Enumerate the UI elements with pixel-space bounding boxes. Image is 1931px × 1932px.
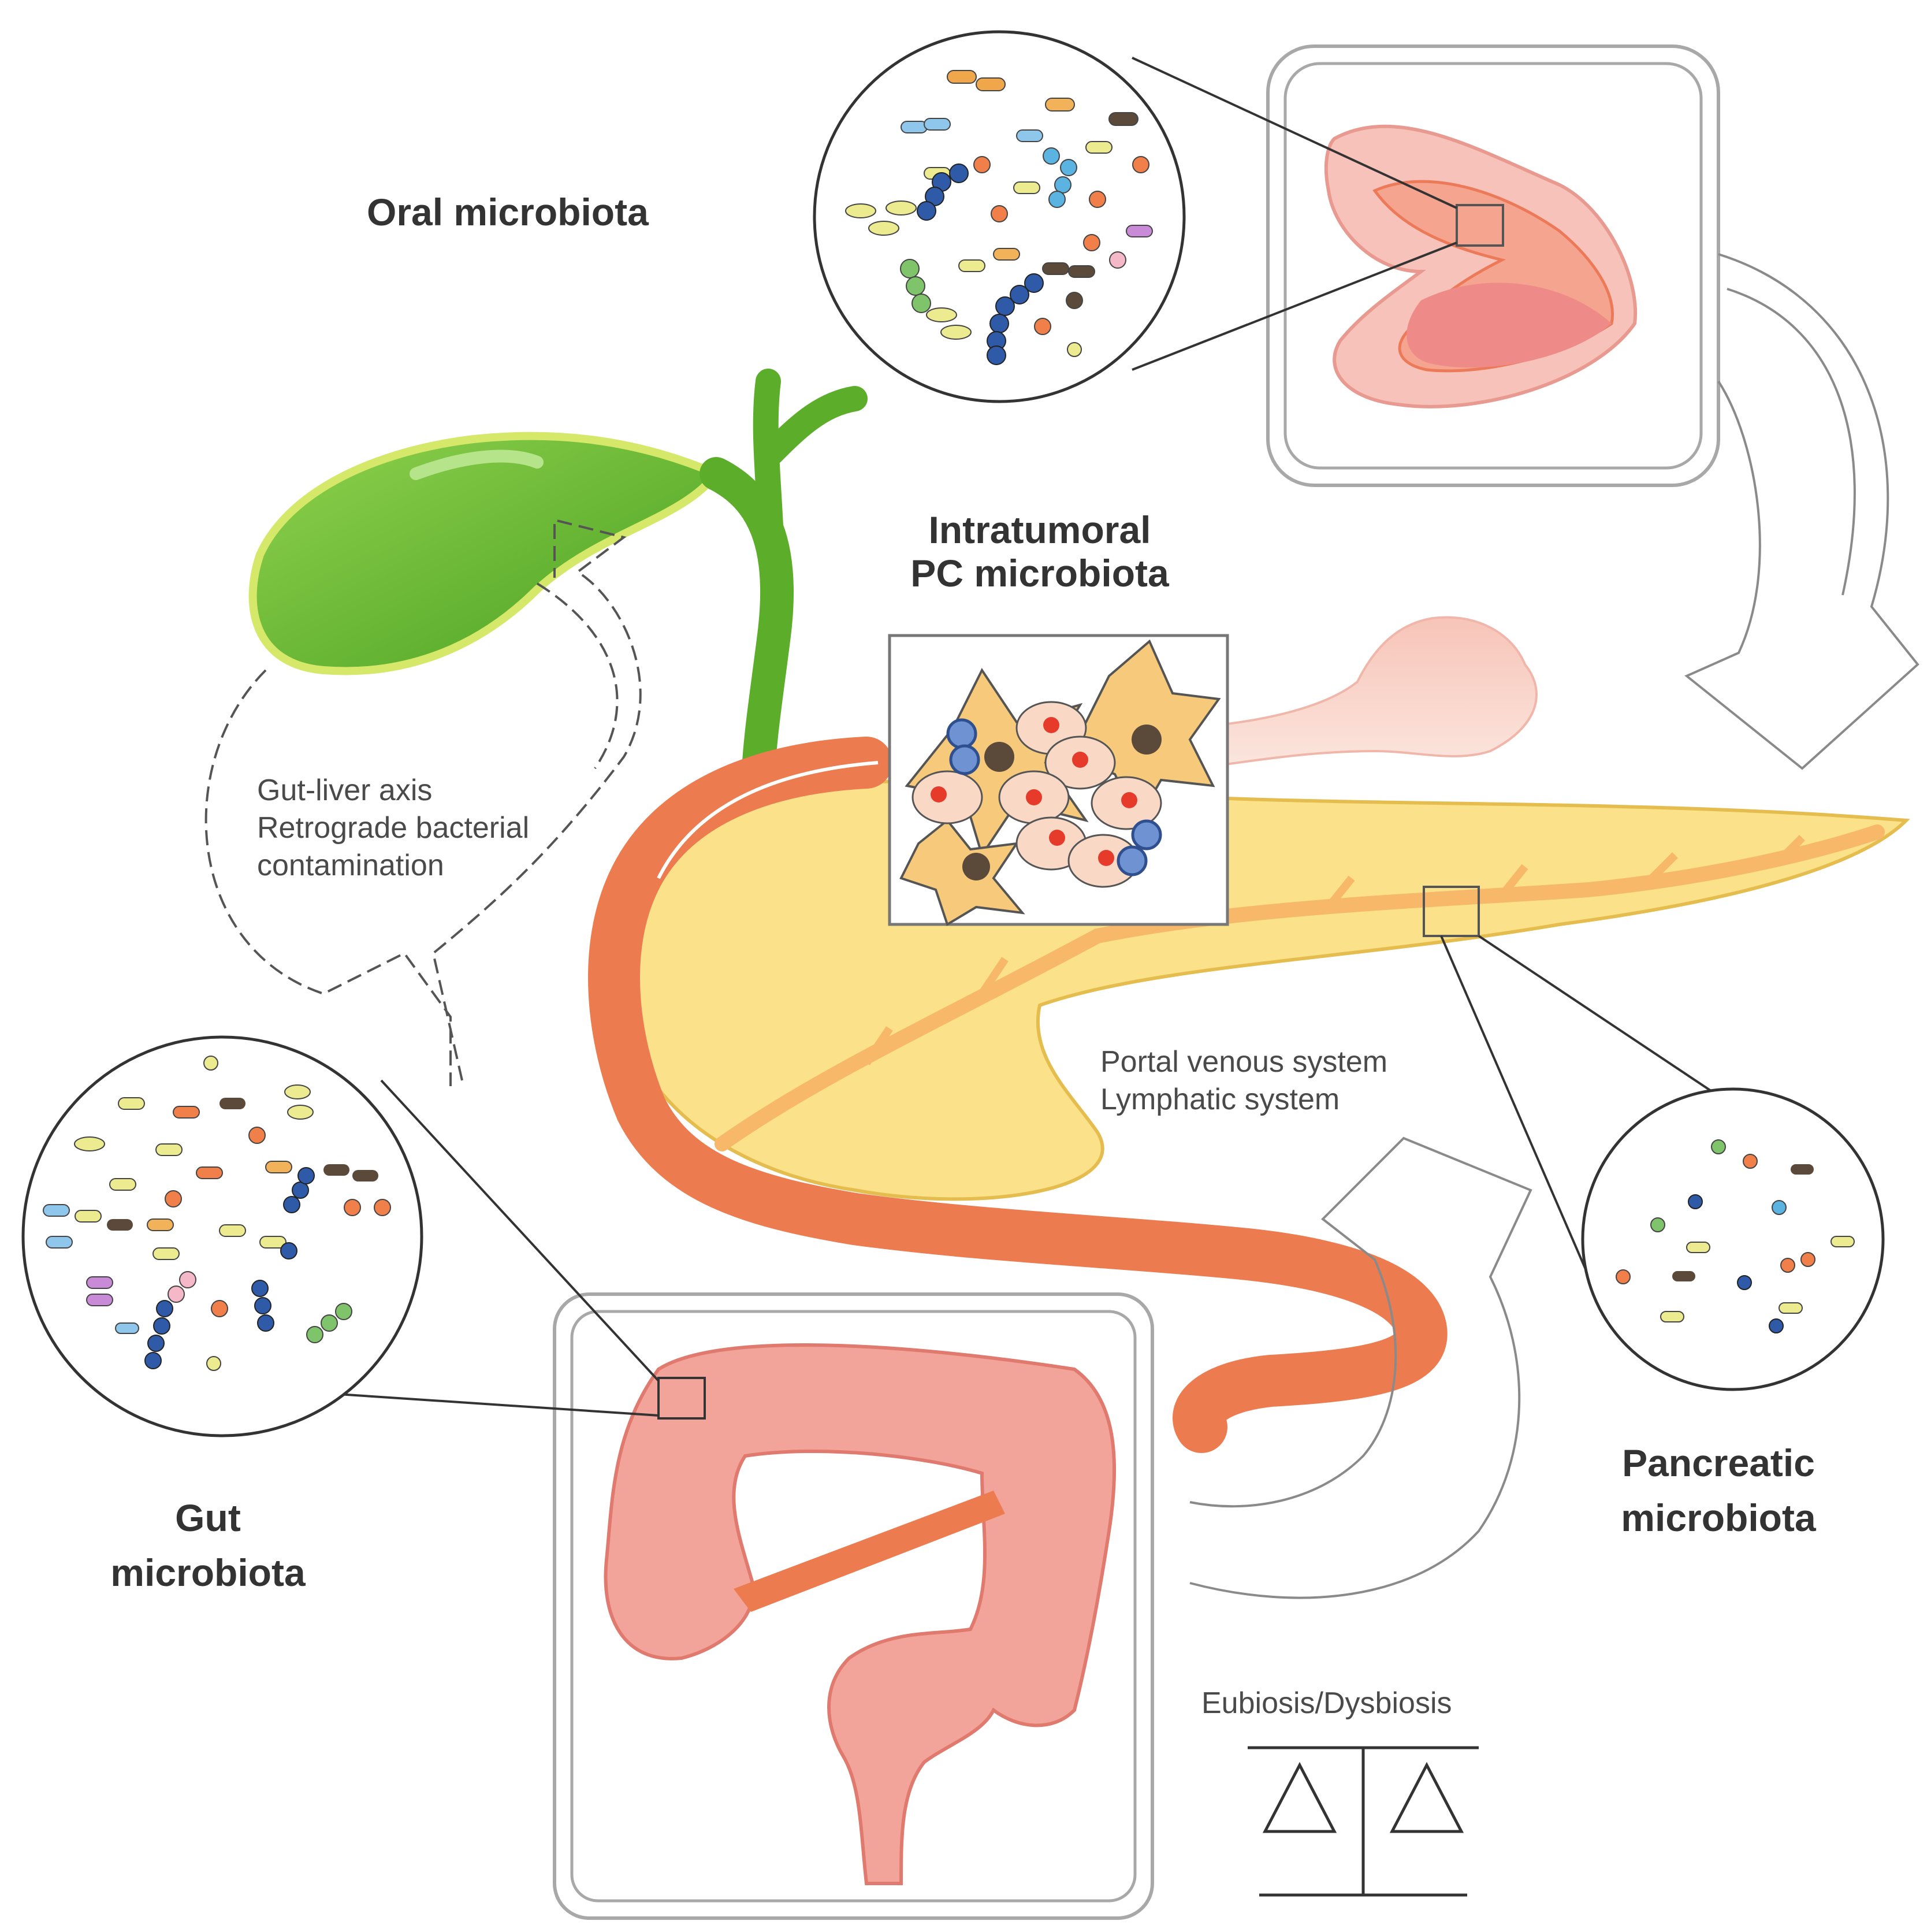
intratumoral-label-line1: Intratumoral [928, 508, 1151, 551]
mouth [1324, 124, 1638, 408]
gut-liver-line1: Gut-liver axis [257, 774, 432, 807]
portal-line2: Lymphatic system [1100, 1083, 1340, 1116]
pancreatic-label-line1: Pancreatic [1622, 1441, 1815, 1484]
oral-microbiota-label: Oral microbiota [367, 191, 649, 233]
pancreatic-zoom-box [1423, 886, 1480, 937]
portal-arrow [1189, 1136, 1532, 1599]
gut-label-line1: Gut [175, 1496, 241, 1539]
gallbladder [248, 432, 723, 675]
pancreatic-microbiota-circle [1581, 1087, 1885, 1391]
gut-liver-line2: Retrograde bacterial [257, 811, 529, 845]
duodenum [588, 737, 1448, 1453]
pancreatic-duct-tail [1182, 616, 1538, 770]
pancreatic-label-line2: microbiota [1621, 1496, 1817, 1539]
colon [604, 1343, 1117, 1885]
portal-line1: Portal venous system [1100, 1045, 1387, 1079]
balance-scale-icon [1248, 1746, 1479, 1897]
balance-label: Eubiosis/Dysbiosis [1201, 1686, 1452, 1720]
intratumoral-label-line2: PC microbiota [910, 552, 1170, 595]
colon-zoom-box [657, 1377, 706, 1420]
colon-frame [553, 1292, 1154, 1920]
gut-liver-line3: contamination [257, 849, 444, 882]
gut-microbiota-circle [21, 1035, 423, 1437]
oral-to-pancreas-arrow [1684, 253, 1919, 770]
oral-frame [1266, 44, 1720, 487]
oral-microbes [845, 70, 1153, 365]
tumor-cells [911, 701, 1162, 888]
immune-cells [946, 718, 1162, 876]
intratumoral-box [888, 634, 1229, 926]
gut-liver-arrow [204, 518, 642, 1086]
oral-microbiota-circle [813, 30, 1186, 403]
gut-label-line2: microbiota [110, 1551, 306, 1594]
